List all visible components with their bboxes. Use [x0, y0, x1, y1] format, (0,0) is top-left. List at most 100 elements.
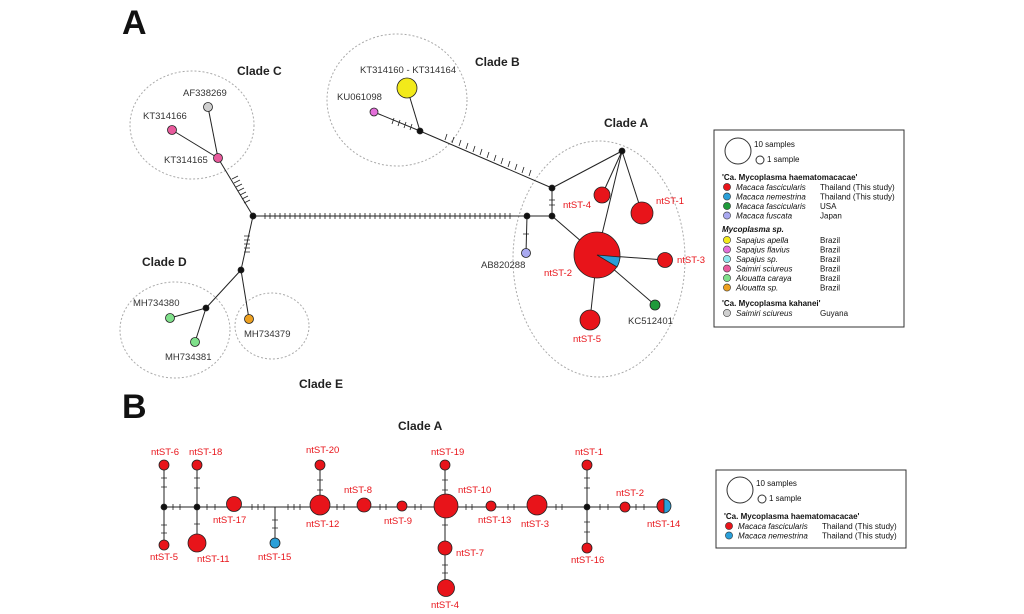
legend-country: Thailand (This study) [822, 522, 897, 531]
legend-country: Brazil [820, 265, 840, 274]
legend-species: Alouatta sp. [735, 284, 778, 293]
label-b-ntst20: ntST-20 [306, 445, 339, 456]
label-b-ntst1: ntST-1 [575, 447, 603, 458]
node-ntst18 [191, 459, 203, 471]
legend-country: Brazil [820, 246, 840, 255]
label-b-ntst6: ntST-6 [151, 447, 179, 458]
clade-b-title: Clade B [475, 55, 520, 69]
label-ntst5: ntST-5 [573, 334, 601, 345]
node-ntst1 [630, 201, 654, 225]
legend-country: USA [820, 202, 837, 211]
legend-country: Thailand (This study) [822, 532, 897, 541]
median-vector [548, 184, 556, 192]
legend-species: Macaca fuscata [736, 212, 793, 221]
legend-species: Saimiri sciureus [736, 309, 792, 318]
legend-a-group2-title: Mycoplasma sp. [722, 225, 784, 234]
node-ab820288 [521, 248, 531, 258]
edge [373, 111, 421, 132]
node-ntst3 [657, 252, 673, 268]
legend-b-group1-title: 'Ca. Mycoplasma haematomacacae' [724, 512, 860, 521]
node-ntst4 [437, 579, 455, 597]
median-vector [523, 212, 531, 220]
size-key-large-label: 10 samples [754, 140, 795, 149]
node-mh734380 [165, 313, 175, 323]
label-mh734380: MH734380 [133, 298, 179, 309]
edge [240, 215, 254, 271]
mutation-ticks-clade-d [244, 235, 250, 253]
median-vector [202, 304, 210, 312]
legend-species: Macaca fascicularis [736, 202, 806, 211]
label-b-ntst8: ntST-8 [344, 485, 372, 496]
legend-species: Macaca fascicularis [738, 522, 808, 531]
panel-b-label: B [122, 388, 147, 426]
node-ntst2 [619, 501, 631, 513]
node-ku061098 [369, 107, 379, 117]
node-ntst9 [396, 500, 408, 512]
label-b-ntst3: ntST-3 [521, 519, 549, 530]
edge [194, 307, 207, 343]
panel-a-label: A [122, 4, 147, 42]
legend-country: Japan [820, 212, 842, 221]
edge [419, 130, 553, 189]
legend-species: Macaca nemestrina [738, 532, 808, 541]
label-ntst2: ntST-2 [544, 268, 572, 279]
node-ntst12 [309, 494, 331, 516]
mutation-ticks-b-vertical [161, 477, 590, 574]
node-kt314166 [167, 125, 177, 135]
edge [171, 129, 219, 159]
legend-swatch [723, 183, 731, 191]
legend-swatch [723, 274, 731, 282]
label-mh734381: MH734381 [165, 352, 211, 363]
clade-d-title: Clade D [142, 255, 187, 269]
edge [240, 269, 250, 320]
size-key-large-circle [724, 137, 752, 165]
node-ntst10 [433, 493, 459, 519]
legend-swatch [723, 211, 731, 220]
mutation-ticks [523, 199, 555, 235]
node-ntst7 [437, 540, 453, 556]
edge [217, 157, 254, 217]
node-ntst1 [581, 459, 593, 471]
size-key-small-circle [757, 494, 767, 504]
legend-swatch [725, 531, 733, 540]
size-key-small-label: 1 sample [769, 494, 802, 503]
label-b-ntst2: ntST-2 [616, 488, 644, 499]
legend-species: Macaca nemestrina [736, 193, 806, 202]
mutation-ticks-clade-b [444, 133, 532, 177]
node-af338269 [203, 102, 213, 112]
legend-swatch [723, 202, 731, 210]
panel-a-nodes [165, 77, 673, 347]
label-b-ntst16: ntST-16 [571, 555, 604, 566]
label-b-ntst19: ntST-19 [431, 447, 464, 458]
clade-e-outline [234, 292, 310, 360]
label-b-ntst10: ntST-10 [458, 485, 491, 496]
label-b-ntst14: ntST-14 [647, 519, 680, 530]
panel-b-network [161, 465, 665, 590]
node-ntst5 [158, 539, 170, 551]
mutation-ticks-ku [391, 117, 413, 131]
panel-b-nodes [158, 459, 672, 597]
label-kt314165: KT314165 [164, 155, 208, 166]
label-b-ntst18: ntST-18 [189, 447, 222, 458]
median-vector [416, 127, 424, 135]
legend-swatch [723, 255, 731, 263]
edge [551, 150, 623, 189]
node-ntst2-nemestrina-slice [596, 254, 621, 268]
panel-b-clade-title: Clade A [398, 419, 443, 433]
label-ku061098: KU061098 [337, 92, 382, 103]
legend-species: Macaca fascicularis [736, 183, 806, 192]
median-vector [583, 503, 591, 511]
legend-swatch [723, 264, 731, 273]
legend-country: Thailand (This study) [820, 183, 895, 192]
node-ntst8 [356, 497, 372, 513]
label-mh734379: MH734379 [244, 329, 290, 340]
node-ntst4 [593, 186, 611, 204]
node-kt314160 [396, 77, 418, 99]
node-ntst19 [439, 459, 451, 471]
legend-country: Thailand (This study) [820, 193, 895, 202]
